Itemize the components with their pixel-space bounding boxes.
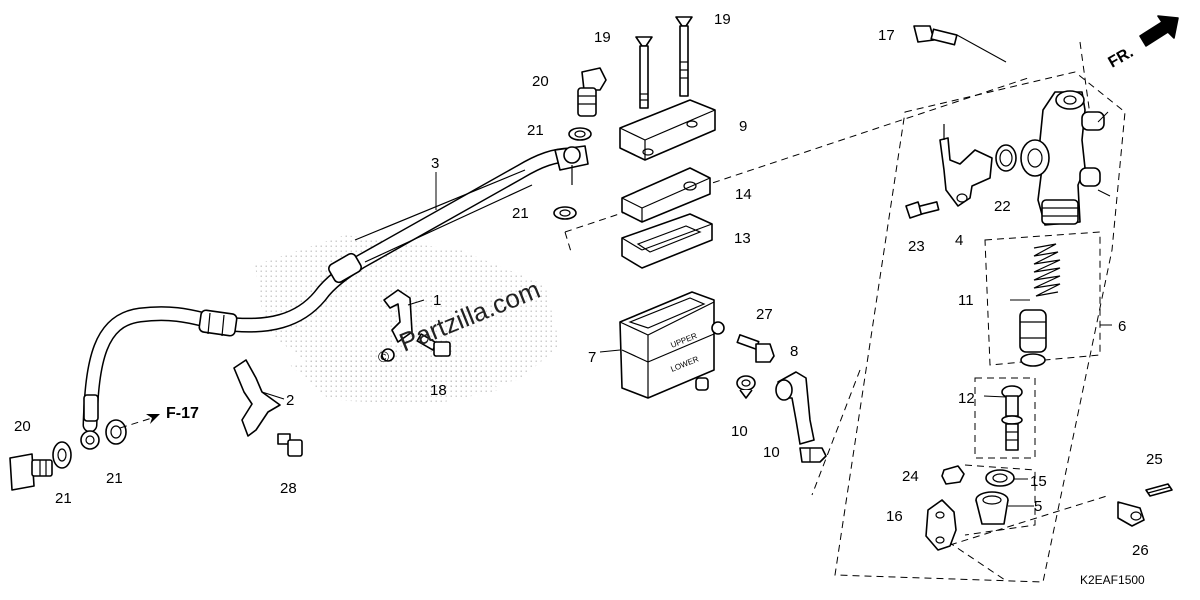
callout-26: 26 [1132, 542, 1149, 559]
callout-1: 1 [433, 292, 441, 309]
reservoir-cap-icon [619, 99, 716, 161]
washer-icon [105, 419, 127, 445]
callout-21-upper: 21 [527, 122, 544, 139]
bolt-23-icon [905, 201, 940, 219]
joint-pin-icon [1117, 501, 1145, 527]
callout-22: 22 [994, 198, 1011, 215]
brake-hose [80, 145, 589, 450]
callout-20-upper: 20 [532, 73, 549, 90]
watermark-copyright: © [378, 349, 389, 366]
callout-6: 6 [1118, 318, 1126, 335]
hose-clip-upper-icon [736, 375, 756, 399]
push-rod-icon [1001, 385, 1023, 451]
callout-12: 12 [958, 390, 975, 407]
callout-16: 16 [886, 508, 903, 525]
boot-icon [975, 491, 1009, 525]
diagram-code: K2EAF1500 [1080, 573, 1145, 587]
banjo-bolt-lower-icon [9, 453, 53, 491]
callout-21-middle: 21 [512, 205, 529, 222]
callout-2: 2 [286, 392, 294, 409]
bolt-17-icon [913, 25, 958, 46]
piston-icon [1019, 309, 1047, 367]
reservoir-tube-icon [775, 371, 815, 445]
hose-clamp-lower-icon [233, 359, 281, 437]
reference-arrow-icon [119, 414, 160, 429]
front-direction-label: FR. [1106, 44, 1137, 72]
callout-19-left: 19 [594, 29, 611, 46]
cotter-pin-icon [1145, 483, 1173, 497]
callout-23: 23 [908, 238, 925, 255]
callout-numbers: 1 2 3 4 5 6 7 8 9 10 10 11 12 13 14 15 1… [14, 11, 1163, 559]
callout-17: 17 [878, 27, 895, 44]
callout-13: 13 [734, 230, 751, 247]
washer-icon [553, 206, 577, 220]
callout-27: 27 [756, 306, 773, 323]
screw-19-right-icon [675, 16, 693, 97]
callout-7: 7 [588, 349, 596, 366]
callout-21-lower-right: 21 [106, 470, 123, 487]
callout-10-clip-lower: 10 [763, 444, 780, 461]
callout-11: 11 [958, 292, 974, 309]
reference-label: F-17 [166, 405, 199, 422]
nut-icon [941, 465, 965, 485]
bolt-28-icon [277, 433, 303, 457]
clevis-icon [925, 499, 957, 551]
callout-10-clip-upper: 10 [731, 423, 748, 440]
front-arrow-icon [1139, 15, 1179, 47]
callout-18: 18 [430, 382, 447, 399]
callout-4: 4 [955, 232, 963, 249]
callout-8: 8 [790, 343, 798, 360]
o-ring-icon [995, 144, 1017, 172]
callout-3: 3 [431, 155, 439, 172]
callout-14: 14 [735, 186, 752, 203]
callout-25: 25 [1146, 451, 1163, 468]
retaining-ring-icon [985, 469, 1015, 487]
callout-28: 28 [280, 480, 297, 497]
washer-icon [568, 127, 592, 141]
hose-clip-lower-icon [799, 447, 827, 463]
callout-20-lower: 20 [14, 418, 31, 435]
diaphragm-icon [621, 213, 713, 269]
callout-9: 9 [739, 118, 747, 135]
leader-lines [261, 34, 1112, 507]
bolt-27-icon [736, 334, 775, 363]
bolt-18-icon [416, 333, 451, 357]
callout-19-right: 19 [714, 11, 731, 28]
washer-icon [52, 441, 72, 469]
callout-15: 15 [1030, 473, 1047, 490]
banjo-bolt-upper-icon [577, 67, 607, 117]
callout-24: 24 [902, 468, 919, 485]
reservoir-icon: UPPER LOWER [619, 291, 725, 399]
callout-21-lower-left: 21 [55, 490, 72, 507]
hose-clamp-upper-icon [381, 289, 413, 362]
master-cylinder-icon [1020, 90, 1105, 226]
spring-icon [1033, 243, 1061, 297]
screw-19-left-icon [635, 36, 653, 109]
reservoir-plate-icon [621, 167, 711, 223]
callout-5: 5 [1034, 498, 1042, 515]
joint-fitting-icon [939, 124, 993, 207]
